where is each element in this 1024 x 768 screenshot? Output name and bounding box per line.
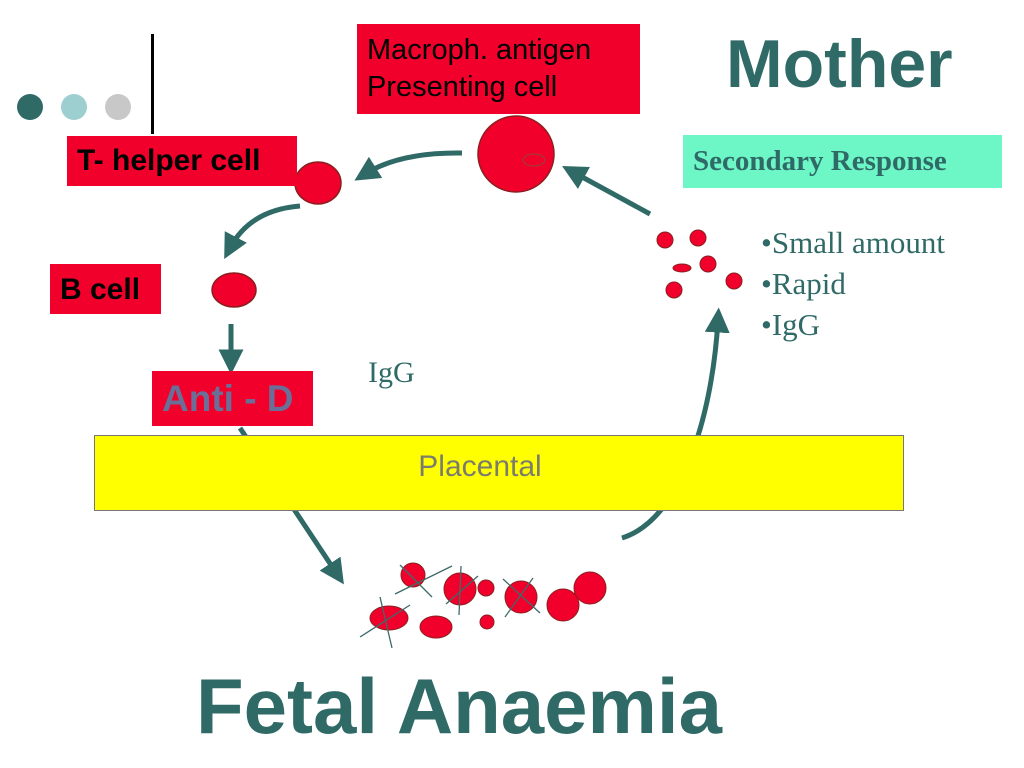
b-cell-label-box: B cell: [50, 264, 161, 314]
bullet-dot-dark: [17, 94, 43, 120]
t-helper-cell: [294, 161, 342, 205]
secondary-response-box: Secondary Response: [683, 135, 1002, 188]
fetal-red-cell: [400, 562, 426, 588]
macrophage-label: Macroph. antigen Presenting cell: [367, 34, 592, 103]
antigen-dot: [699, 255, 717, 273]
arrow-macrophage-to-thelper: [354, 150, 463, 181]
arrow-thelper-to-bcell: [224, 203, 301, 260]
macrophage-cell: [477, 115, 555, 193]
anti-d-label-box: Anti - D: [152, 371, 313, 426]
arrow-response-to-macrophage: [562, 166, 652, 217]
fetal-anaemia-title: Fetal Anaemia: [196, 662, 722, 750]
igg-label: IgG: [368, 356, 415, 389]
destroyed-cell-mark: [445, 575, 479, 605]
secondary-response-label: Secondary Response: [693, 145, 947, 177]
slide-title: Mother: [726, 26, 953, 102]
anti-d-label: Anti - D: [162, 378, 294, 419]
decorative-vertical-line: [151, 34, 154, 134]
destroyed-cell-mark: [504, 577, 534, 618]
fetal-red-cell: [573, 571, 607, 605]
macrophage-antigen: [522, 153, 546, 167]
decorative-bullets: [10, 82, 140, 132]
bullet-dot-light: [61, 94, 87, 120]
b-cell-label: B cell: [60, 273, 141, 306]
antigen-dot: [672, 263, 692, 273]
bullet-dot-grey: [105, 94, 131, 120]
macrophage-label-box: Macroph. antigen Presenting cell: [357, 24, 640, 114]
fetal-red-cell: [477, 579, 495, 597]
fetal-red-cell: [546, 588, 580, 622]
destroyed-cell-mark: [394, 565, 453, 595]
destroyed-cell-mark: [502, 578, 541, 614]
destroyed-cell-mark: [379, 596, 393, 649]
placental-barrier: Placental: [94, 435, 904, 511]
antigen-dot: [665, 281, 683, 299]
fetal-red-cell: [479, 614, 495, 630]
b-cell: [211, 272, 257, 308]
fetal-red-cell: [419, 615, 453, 639]
destroyed-cell-mark: [399, 564, 433, 598]
t-helper-label-box: T- helper cell: [67, 136, 297, 186]
antigen-dot: [689, 229, 707, 247]
feature-item: •IgG: [761, 307, 821, 342]
feature-item: •Small amount: [761, 225, 945, 260]
antigen-dot: [656, 231, 674, 249]
secondary-response-features: •Small amount •Rapid •IgG: [761, 222, 945, 345]
placental-label: Placental: [418, 450, 542, 483]
destroyed-cell-mark: [359, 604, 411, 638]
destroyed-cell-mark: [458, 565, 462, 616]
feature-item: •Rapid: [761, 266, 846, 301]
antigen-dot: [725, 272, 743, 290]
t-helper-label: T- helper cell: [77, 144, 261, 177]
